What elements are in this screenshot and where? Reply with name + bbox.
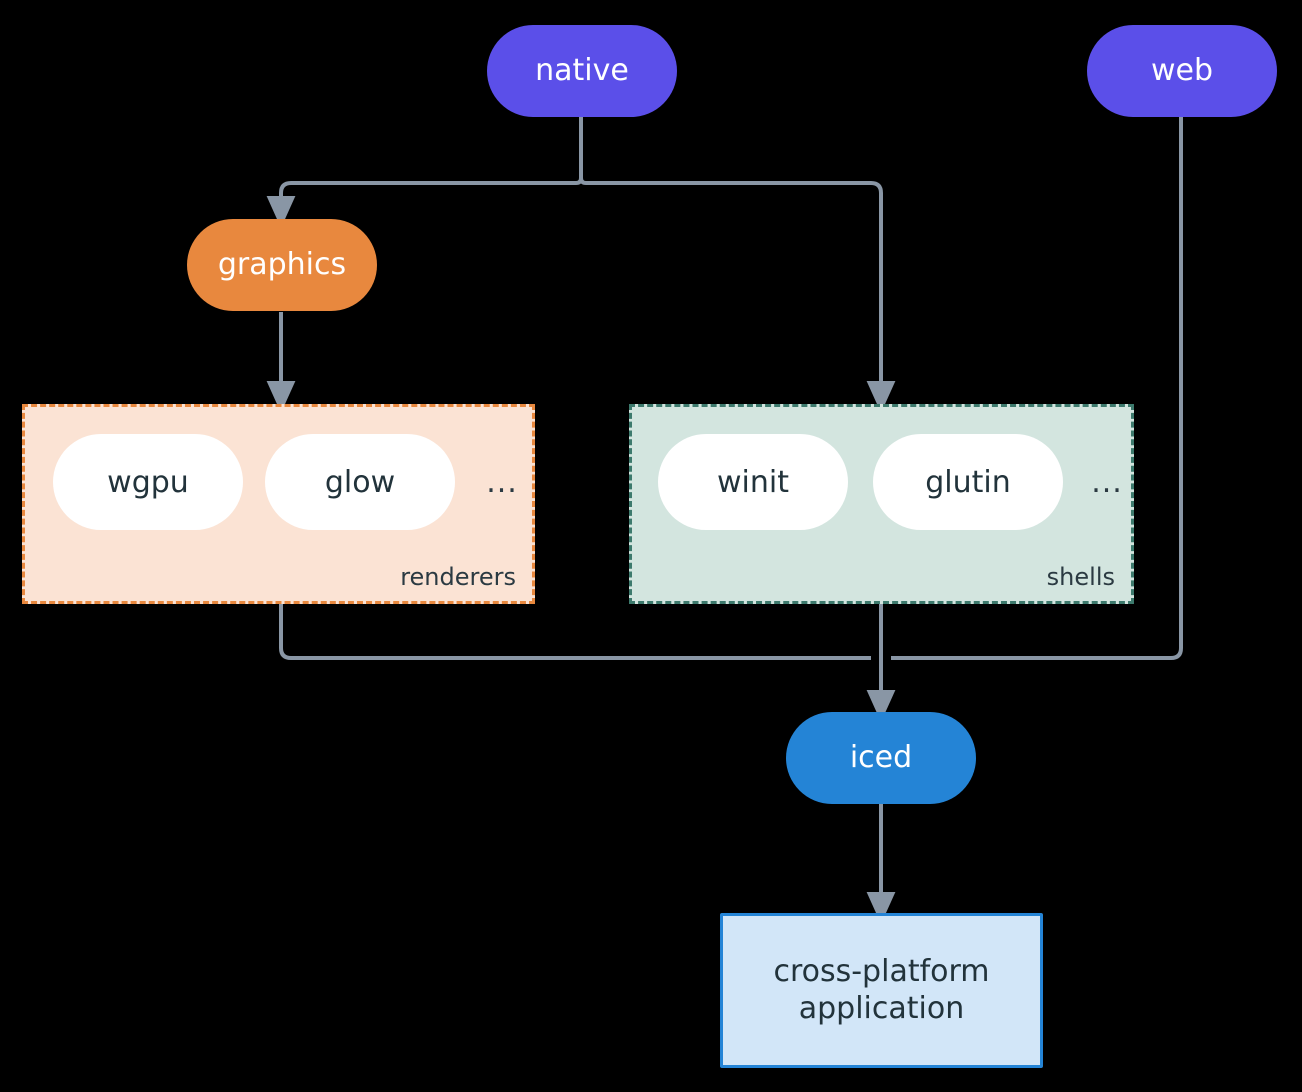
edge-web-to-iced	[891, 116, 1183, 660]
group-renderers-label: renderers	[400, 563, 516, 591]
node-native[interactable]: native	[487, 25, 677, 117]
chip-glow-label: glow	[324, 464, 396, 500]
chip-glutin-label: glutin	[925, 464, 1011, 500]
renderers-ellipsis: ...	[486, 464, 518, 500]
application-line-2: application	[798, 990, 965, 1026]
node-graphics-label: graphics	[217, 246, 347, 282]
shells-ellipsis: ...	[1091, 464, 1123, 500]
edge-native-to-graphics	[266, 177, 583, 228]
chip-wgpu-label: wgpu	[107, 464, 189, 500]
chip-glutin[interactable]: glutin	[873, 434, 1063, 530]
chip-winit[interactable]: winit	[658, 434, 848, 530]
node-iced[interactable]: iced	[786, 712, 976, 804]
group-shells-label: shells	[1046, 563, 1115, 591]
node-graphics[interactable]: graphics	[187, 219, 377, 311]
chip-wgpu[interactable]: wgpu	[53, 434, 243, 530]
node-native-label: native	[535, 52, 629, 88]
node-iced-label: iced	[849, 739, 913, 775]
group-shells: winit glutin ... shells	[629, 404, 1134, 604]
chip-winit-label: winit	[717, 464, 789, 500]
edge-renderers-to-iced	[279, 604, 871, 660]
node-web[interactable]: web	[1087, 25, 1277, 117]
edge-native-to-shells	[579, 177, 896, 413]
application-line-1: cross-platform	[773, 953, 990, 989]
node-web-label: web	[1150, 52, 1214, 88]
node-application[interactable]: cross-platform application	[720, 913, 1043, 1068]
group-renderers: wgpu glow ... renderers	[22, 404, 535, 604]
chip-glow[interactable]: glow	[265, 434, 455, 530]
